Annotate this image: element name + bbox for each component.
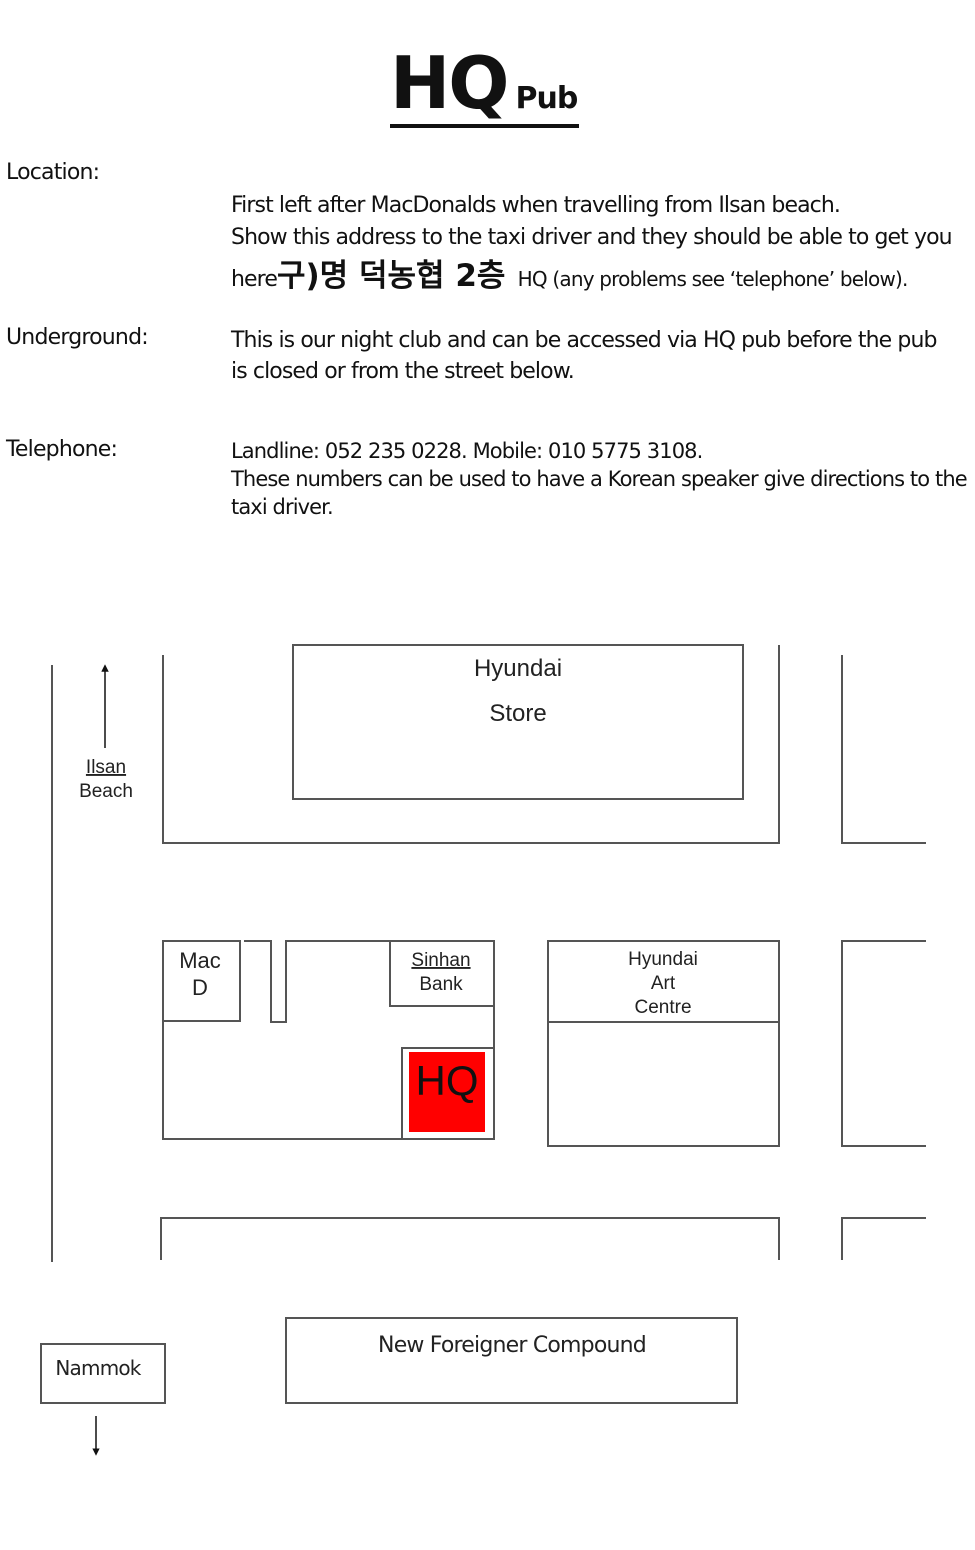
location-text: First left after MacDonalds when travell… xyxy=(231,190,953,302)
underground-line-2: is closed or from the street below. xyxy=(231,359,575,384)
underground-label: Underground: xyxy=(6,325,149,350)
underground-text: This is our night club and can be access… xyxy=(231,325,937,387)
label-art-3: Centre xyxy=(634,997,691,1018)
label-art-2: Art xyxy=(651,973,676,994)
sinhan-bank-box xyxy=(389,941,494,1007)
label-art-1: Hyundai xyxy=(628,949,698,970)
telephone-line-3: taxi driver. xyxy=(231,495,334,519)
far-right-lower-block xyxy=(841,1217,926,1260)
korean-address: 구)명 덕농협 2층 xyxy=(276,258,506,294)
underground-line-1: This is our night club and can be access… xyxy=(231,328,937,353)
lower-block-outline xyxy=(160,1217,780,1260)
label-sinhan: Sinhan xyxy=(411,950,470,971)
hq-box-outline xyxy=(401,1047,495,1140)
label-hq: HQ xyxy=(416,1057,479,1104)
title-sub: Pub xyxy=(515,81,578,116)
far-right-upper-block xyxy=(841,655,926,844)
location-line-2: Show this address to the taxi driver and… xyxy=(231,225,953,250)
telephone-label: Telephone: xyxy=(6,437,118,462)
label-hyundai-store-2: Store xyxy=(489,700,546,727)
location-hq-note: HQ (any problems see ‘telephone’ below). xyxy=(517,267,909,291)
telephone-text: Landline: 052 235 0228. Mobile: 010 5775… xyxy=(231,437,968,521)
location-line-3: here구)명 덕농협 2층 HQ (any problems see ‘tel… xyxy=(231,254,952,302)
upper-block-outline xyxy=(162,645,780,844)
compound-box xyxy=(285,1317,738,1404)
label-hyundai-store-1: Hyundai xyxy=(474,655,562,682)
nammok-box xyxy=(40,1343,166,1404)
label-beach: Beach xyxy=(79,781,133,802)
location-here: here xyxy=(231,267,278,292)
label-mac: Mac xyxy=(179,948,221,973)
far-right-middle-block xyxy=(841,940,926,1147)
label-ilsan: Ilsan xyxy=(86,757,126,778)
label-compound: New Foreigner Compound xyxy=(378,1333,646,1358)
macd-box xyxy=(162,940,241,1022)
art-centre-block xyxy=(547,940,780,1147)
label-bank: Bank xyxy=(419,974,463,995)
telephone-line-2: These numbers can be used to have a Kore… xyxy=(231,467,968,491)
title-main: HQ xyxy=(390,41,509,125)
label-d: D xyxy=(192,975,208,1000)
telephone-line-1: Landline: 052 235 0228. Mobile: 010 5775… xyxy=(231,439,703,463)
location-label: Location: xyxy=(6,160,100,185)
hq-highlight xyxy=(409,1052,485,1132)
location-line-1: First left after MacDonalds when travell… xyxy=(231,193,841,218)
middle-left-block-outline xyxy=(162,940,495,1140)
label-nammok: Nammok xyxy=(55,1356,141,1380)
hyundai-store-box xyxy=(292,644,744,800)
